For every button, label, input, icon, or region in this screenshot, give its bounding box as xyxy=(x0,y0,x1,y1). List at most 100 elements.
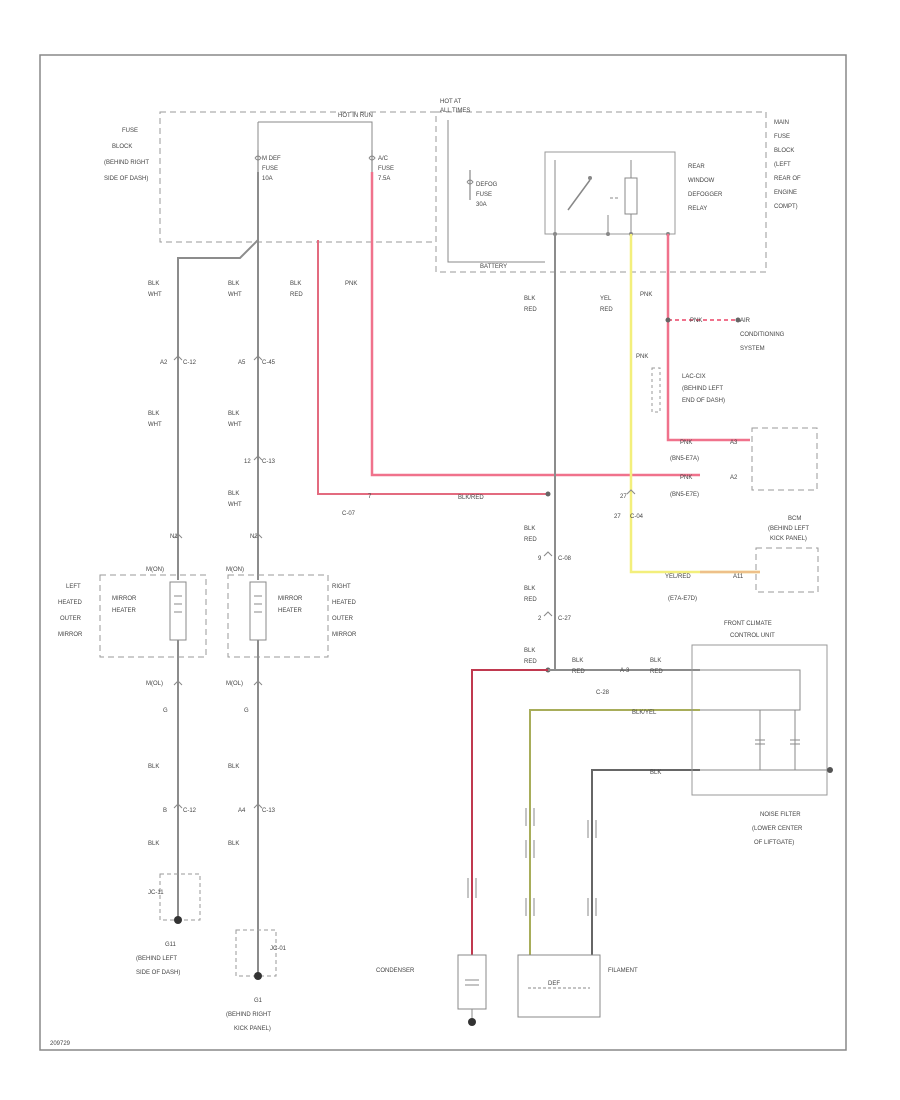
svg-text:10A: 10A xyxy=(262,176,273,182)
svg-text:SIDE OF DASH): SIDE OF DASH) xyxy=(136,970,180,976)
corner-code: 209729 xyxy=(50,1041,71,1047)
defogger-relay xyxy=(553,160,670,236)
svg-text:YEL/RED: YEL/RED xyxy=(665,574,691,580)
relay-label: REAR WINDOW DEFOGGER RELAY xyxy=(688,164,723,212)
svg-text:RED: RED xyxy=(524,597,537,603)
svg-text:BLK: BLK xyxy=(228,764,239,770)
svg-text:(LEFT: (LEFT xyxy=(774,162,791,168)
svg-text:G: G xyxy=(163,708,168,714)
svg-text:PNK: PNK xyxy=(640,292,652,298)
svg-text:OUTER: OUTER xyxy=(332,616,354,622)
hot-at-label: HOT AT xyxy=(440,99,461,105)
wire-red-condenser xyxy=(471,669,548,955)
svg-text:BLK: BLK xyxy=(524,648,535,654)
front-climate-box xyxy=(691,644,828,796)
wire-pnk-relay-coil xyxy=(666,234,750,442)
left-mirror-label: LEFT HEATED OUTER MIRROR xyxy=(58,584,83,638)
svg-text:JC-11: JC-11 xyxy=(148,890,164,896)
svg-text:MAIN: MAIN xyxy=(774,120,789,126)
svg-text:SYSTEM: SYSTEM xyxy=(740,346,765,352)
svg-text:COMPT): COMPT) xyxy=(774,204,798,210)
svg-text:7.5A: 7.5A xyxy=(378,176,390,182)
run-bus xyxy=(257,121,373,150)
svg-text:C-45: C-45 xyxy=(262,360,276,366)
svg-text:DEF: DEF xyxy=(548,981,560,987)
svg-text:RIGHT: RIGHT xyxy=(332,584,351,590)
svg-text:JC-01: JC-01 xyxy=(270,946,287,952)
condenser: CONDENSER xyxy=(376,954,487,1026)
svg-text:RED: RED xyxy=(650,669,663,675)
svg-text:REAR: REAR xyxy=(688,164,705,170)
svg-text:C-08: C-08 xyxy=(558,556,572,562)
fuse-block-box xyxy=(159,111,437,243)
svg-text:M(ON): M(ON) xyxy=(226,567,244,573)
ac-system-arrow xyxy=(735,317,741,323)
svg-text:BLOCK: BLOCK xyxy=(774,148,794,154)
svg-text:FRONT CLIMATE: FRONT CLIMATE xyxy=(724,621,772,627)
svg-text:FUSE: FUSE xyxy=(476,192,492,198)
svg-text:(BEHIND RIGHT: (BEHIND RIGHT xyxy=(104,160,149,166)
wire-blk-yel-filament xyxy=(529,709,700,955)
svg-text:CONDENSER: CONDENSER xyxy=(376,968,415,974)
defog-fuse: DEFOG FUSE 30A xyxy=(466,170,498,208)
ground-g1: JC-01 G1 (BEHIND RIGHT KICK PANEL) xyxy=(226,929,287,1032)
svg-text:12: 12 xyxy=(244,459,251,465)
svg-text:A2: A2 xyxy=(160,360,168,366)
ac-fuse: A/C FUSE 7.5A xyxy=(368,150,394,182)
svg-text:C-13: C-13 xyxy=(262,459,276,465)
svg-text:FUSE: FUSE xyxy=(774,134,790,140)
svg-text:A-3: A-3 xyxy=(620,668,630,674)
connector-labels: A2 C-12 A5 C-45 12 C-13 7 C-07 27 27 C-0… xyxy=(146,360,644,814)
svg-text:KICK PANEL): KICK PANEL) xyxy=(234,1026,271,1032)
svg-text:BLK: BLK xyxy=(228,841,239,847)
bcm-lower-box xyxy=(755,547,819,593)
svg-text:BCM: BCM xyxy=(788,516,801,522)
svg-text:WHT: WHT xyxy=(148,422,162,428)
svg-text:WHT: WHT xyxy=(228,502,242,508)
svg-text:2: 2 xyxy=(538,616,542,622)
hot-in-run-label: HOT IN RUN xyxy=(338,113,373,119)
wire-labels: BLK WHT BLK WHT BLK RED PNK BLK RED YEL … xyxy=(148,281,663,847)
svg-text:REAR OF: REAR OF xyxy=(774,176,801,182)
svg-text:RED: RED xyxy=(572,669,585,675)
svg-text:G11: G11 xyxy=(165,942,177,948)
main-fuse-block-label: MAIN FUSE BLOCK (LEFT REAR OF ENGINE COM… xyxy=(774,120,801,210)
svg-text:RED: RED xyxy=(524,537,537,543)
svg-text:C-27: C-27 xyxy=(558,616,572,622)
svg-text:(BEHIND LEFT: (BEHIND LEFT xyxy=(682,386,723,392)
svg-text:A5: A5 xyxy=(238,360,246,366)
svg-text:BLOCK: BLOCK xyxy=(112,144,132,150)
svg-text:BLK: BLK xyxy=(148,841,159,847)
svg-text:A4: A4 xyxy=(238,808,246,814)
ac-system-label: PNK AIR CONDITIONING SYSTEM xyxy=(690,318,785,352)
svg-text:FILAMENT: FILAMENT xyxy=(608,968,638,974)
svg-text:(BEHIND RIGHT: (BEHIND RIGHT xyxy=(226,1012,271,1018)
svg-text:FUSE: FUSE xyxy=(378,166,394,172)
svg-text:RELAY: RELAY xyxy=(688,206,707,212)
svg-text:BLK: BLK xyxy=(524,296,535,302)
svg-text:BLK: BLK xyxy=(148,411,159,417)
svg-text:LEFT: LEFT xyxy=(66,584,81,590)
svg-text:BLK: BLK xyxy=(228,491,239,497)
svg-text:PNK: PNK xyxy=(690,318,702,324)
svg-text:B: B xyxy=(163,808,167,814)
svg-text:BLK: BLK xyxy=(524,526,535,532)
ground-g11: JC-11 G11 (BEHIND LEFT SIDE OF DASH) xyxy=(136,873,201,976)
svg-text:A/C: A/C xyxy=(378,156,389,162)
svg-text:HEATED: HEATED xyxy=(332,600,357,606)
bcm-pins: PNK A3 (BN5-E7A) PNK A2 (BN5-E7E) YEL/RE… xyxy=(665,440,744,602)
svg-text:BLK: BLK xyxy=(228,281,239,287)
wire-blk-filament xyxy=(591,769,700,955)
svg-text:PNK: PNK xyxy=(636,354,648,360)
svg-text:YEL: YEL xyxy=(600,296,612,302)
all-times-label: ALL TIMES xyxy=(440,108,470,114)
battery-label: BATTERY xyxy=(480,264,507,270)
right-mirror-heater: MIRROR HEATER xyxy=(227,574,329,658)
svg-text:MIRROR: MIRROR xyxy=(58,632,83,638)
svg-text:BLK: BLK xyxy=(290,281,301,287)
battery-bus xyxy=(447,120,545,263)
svg-text:WINDOW: WINDOW xyxy=(688,178,715,184)
svg-text:7: 7 xyxy=(368,494,372,500)
fuse-block-label: FUSE BLOCK (BEHIND RIGHT SIDE OF DASH) xyxy=(104,128,149,182)
svg-text:(BEHIND LEFT: (BEHIND LEFT xyxy=(136,956,177,962)
